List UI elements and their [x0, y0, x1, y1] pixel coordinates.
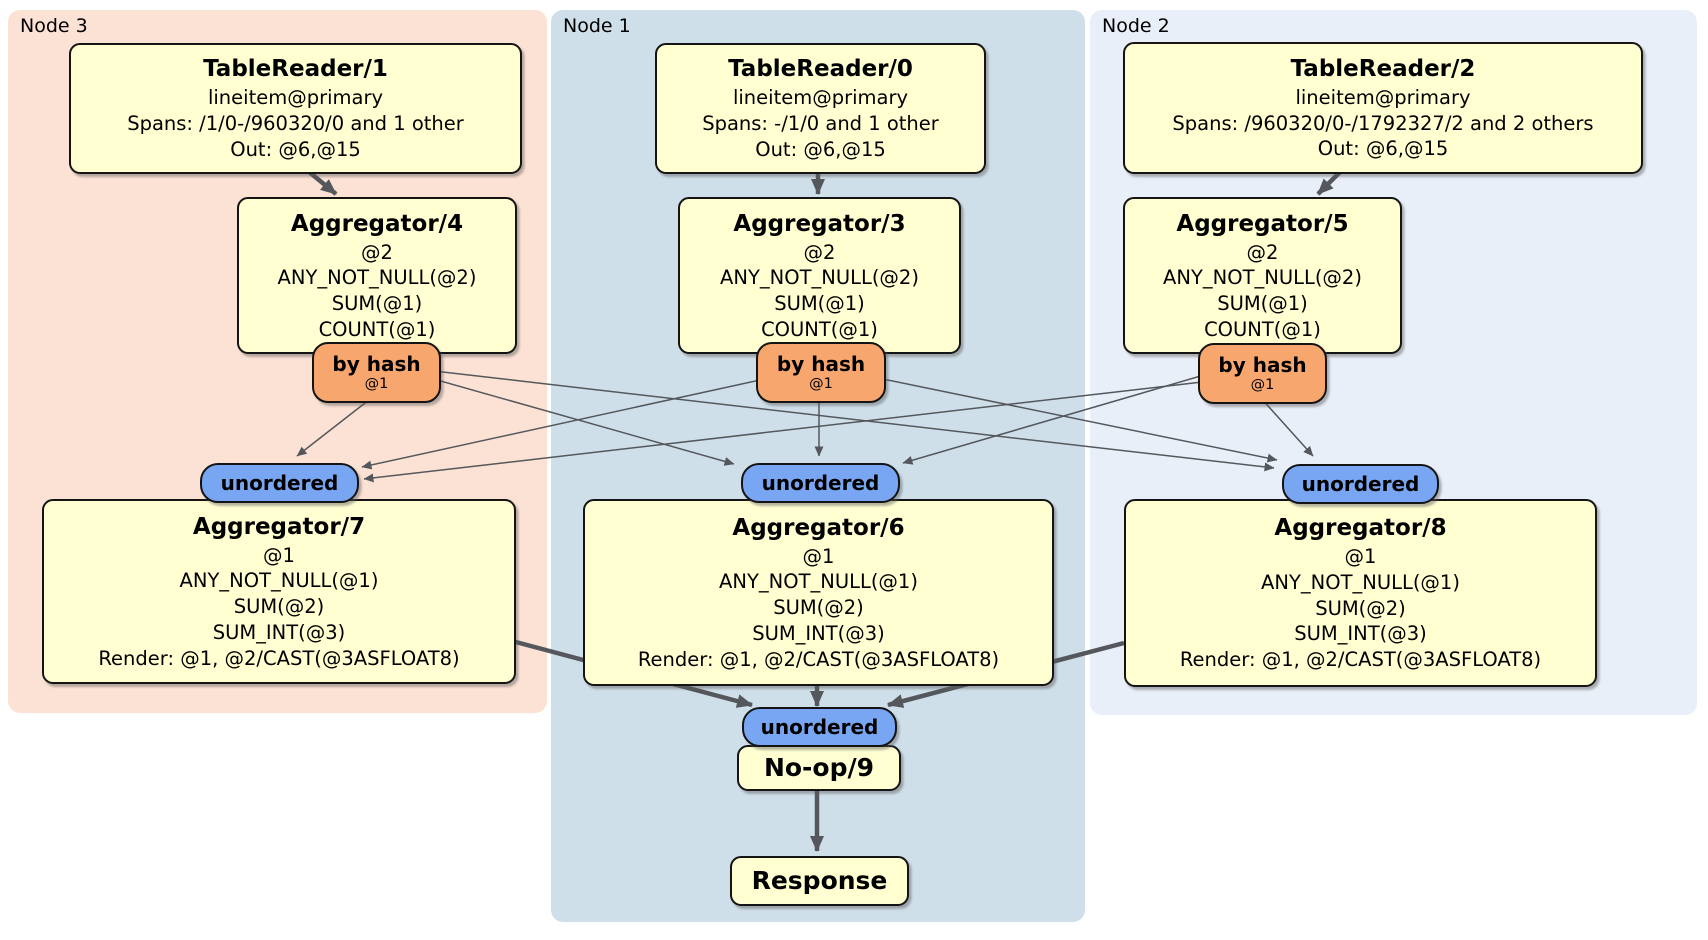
hash-router-node2-key: @1 [1250, 376, 1275, 393]
tablereader-0-title: TableReader/0 [728, 56, 913, 83]
aggregator-4-title: Aggregator/4 [290, 210, 464, 237]
edge-tablereader1-aggregator4 [306, 169, 338, 196]
aggregator-6-fn1: ANY_NOT_NULL(@1) [719, 570, 918, 594]
hash-router-node3-key: @1 [364, 375, 389, 392]
node2-panel-label: Node 2 [1102, 15, 1170, 37]
tablereader-1-box: TableReader/1 lineitem@primary Spans: /1… [69, 43, 522, 174]
tablereader-1-title: TableReader/1 [203, 56, 388, 83]
aggregator-8-title: Aggregator/8 [1274, 515, 1447, 542]
node1-panel-label: Node 1 [563, 15, 631, 37]
aggregator-8-fn3: SUM_INT(@3) [1294, 622, 1427, 646]
hash-router-node3-label: by hash [332, 351, 421, 376]
aggregator-3-group: @2 [803, 240, 836, 264]
edge-router3-stream1 [429, 377, 735, 466]
aggregator-5-fn3: COUNT(@1) [1204, 317, 1321, 341]
aggregator-6-title: Aggregator/6 [732, 514, 905, 541]
aggregator-6-render: Render: @1, @2/CAST(@3ASFLOAT8) [637, 647, 1000, 671]
aggregator-3-fn1: ANY_NOT_NULL(@2) [720, 266, 919, 290]
tablereader-0-box: TableReader/0 lineitem@primary Spans: -/… [655, 43, 986, 174]
aggregator-4-fn2: SUM(@1) [331, 292, 423, 316]
aggregator-4-group: @2 [361, 240, 393, 264]
unordered-stream-node2: unordered [1282, 464, 1439, 504]
edge-router1-stream3 [361, 379, 761, 470]
aggregator-4-box: Aggregator/4 @2 ANY_NOT_NULL(@2) SUM(@1)… [237, 197, 517, 354]
aggregator-3-box: Aggregator/3 @2 ANY_NOT_NULL(@2) SUM(@1)… [678, 197, 961, 354]
edge-router3-stream2 [433, 370, 1275, 472]
tablereader-0-spans: Spans: -/1/0 and 1 other [702, 112, 939, 136]
unordered-stream-final: unordered [742, 707, 897, 747]
hash-router-node3: by hash @1 [312, 342, 441, 403]
aggregator-7-box: Aggregator/7 @1 ANY_NOT_NULL(@1) SUM(@2)… [42, 499, 516, 684]
response-title: Response [751, 866, 888, 896]
hash-router-node2: by hash @1 [1198, 343, 1327, 404]
tablereader-1-index: lineitem@primary [207, 86, 384, 110]
tablereader-2-out: Out: @6,@15 [1317, 137, 1449, 161]
aggregator-6-fn3: SUM_INT(@3) [752, 621, 885, 645]
aggregator-7-group: @1 [263, 543, 295, 567]
aggregator-4-fn3: COUNT(@1) [318, 317, 436, 341]
edge-router2-stream3 [363, 381, 1203, 483]
aggregator-7-render: Render: @1, @2/CAST(@3ASFLOAT8) [98, 646, 460, 670]
tablereader-0-out: Out: @6,@15 [755, 137, 886, 161]
aggregator-4-fn1: ANY_NOT_NULL(@2) [277, 266, 477, 290]
aggregator-3-fn2: SUM(@1) [774, 292, 865, 316]
hash-router-node1-key: @1 [809, 375, 833, 392]
edge-router3-stream3 [296, 395, 375, 457]
tablereader-2-box: TableReader/2 lineitem@primary Spans: /9… [1123, 42, 1643, 174]
aggregator-6-fn2: SUM(@2) [773, 596, 864, 620]
tablereader-2-index: lineitem@primary [1295, 85, 1471, 109]
aggregator-5-fn1: ANY_NOT_NULL(@2) [1163, 266, 1362, 290]
aggregator-6-box: Aggregator/6 @1 ANY_NOT_NULL(@1) SUM(@2)… [583, 499, 1054, 686]
hash-router-node2-label: by hash [1218, 352, 1307, 377]
unordered-stream-node3: unordered [200, 463, 359, 503]
aggregator-5-group: @2 [1246, 240, 1279, 264]
aggregator-7-title: Aggregator/7 [192, 513, 366, 540]
edge-tablereader2-aggregator5 [1316, 169, 1343, 196]
aggregator-3-fn3: COUNT(@1) [761, 317, 878, 341]
aggregator-7-fn2: SUM(@2) [233, 595, 325, 619]
aggregator-5-fn2: SUM(@1) [1217, 292, 1308, 316]
edge-router2-stream1 [902, 374, 1205, 465]
tablereader-0-index: lineitem@primary [732, 86, 909, 110]
tablereader-1-spans: Spans: /1/0-/960320/0 and 1 other [127, 112, 464, 136]
aggregator-8-group: @1 [1344, 545, 1377, 569]
noop-9-box: No-op/9 [737, 745, 901, 791]
tablereader-2-spans: Spans: /960320/0-/1792327/2 and 2 others [1172, 111, 1594, 135]
hash-router-node1: by hash @1 [756, 342, 886, 403]
edge-router2-stream2 [1259, 396, 1314, 457]
aggregator-8-render: Render: @1, @2/CAST(@3ASFLOAT8) [1179, 648, 1542, 672]
tablereader-1-out: Out: @6,@15 [230, 137, 361, 161]
aggregator-5-box: Aggregator/5 @2 ANY_NOT_NULL(@2) SUM(@1)… [1123, 197, 1402, 354]
edge-router1-stream2 [877, 377, 1278, 463]
router-stream-edges [296, 370, 1314, 483]
response-box: Response [730, 856, 909, 906]
unordered-stream-node1: unordered [741, 463, 900, 503]
node3-panel-label: Node 3 [20, 15, 88, 37]
aggregator-7-fn1: ANY_NOT_NULL(@1) [179, 569, 379, 593]
hash-router-node1-label: by hash [776, 351, 866, 376]
noop-9-title: No-op/9 [763, 753, 875, 783]
aggregator-6-group: @1 [802, 544, 835, 568]
aggregator-3-title: Aggregator/3 [733, 210, 906, 237]
aggregator-8-fn1: ANY_NOT_NULL(@1) [1261, 570, 1460, 594]
aggregator-5-title: Aggregator/5 [1176, 210, 1349, 237]
tablereader-2-title: TableReader/2 [1290, 55, 1476, 82]
aggregator-8-box: Aggregator/8 @1 ANY_NOT_NULL(@1) SUM(@2)… [1124, 499, 1597, 687]
aggregator-8-fn2: SUM(@2) [1315, 596, 1406, 620]
aggregator-7-fn3: SUM_INT(@3) [212, 620, 346, 644]
